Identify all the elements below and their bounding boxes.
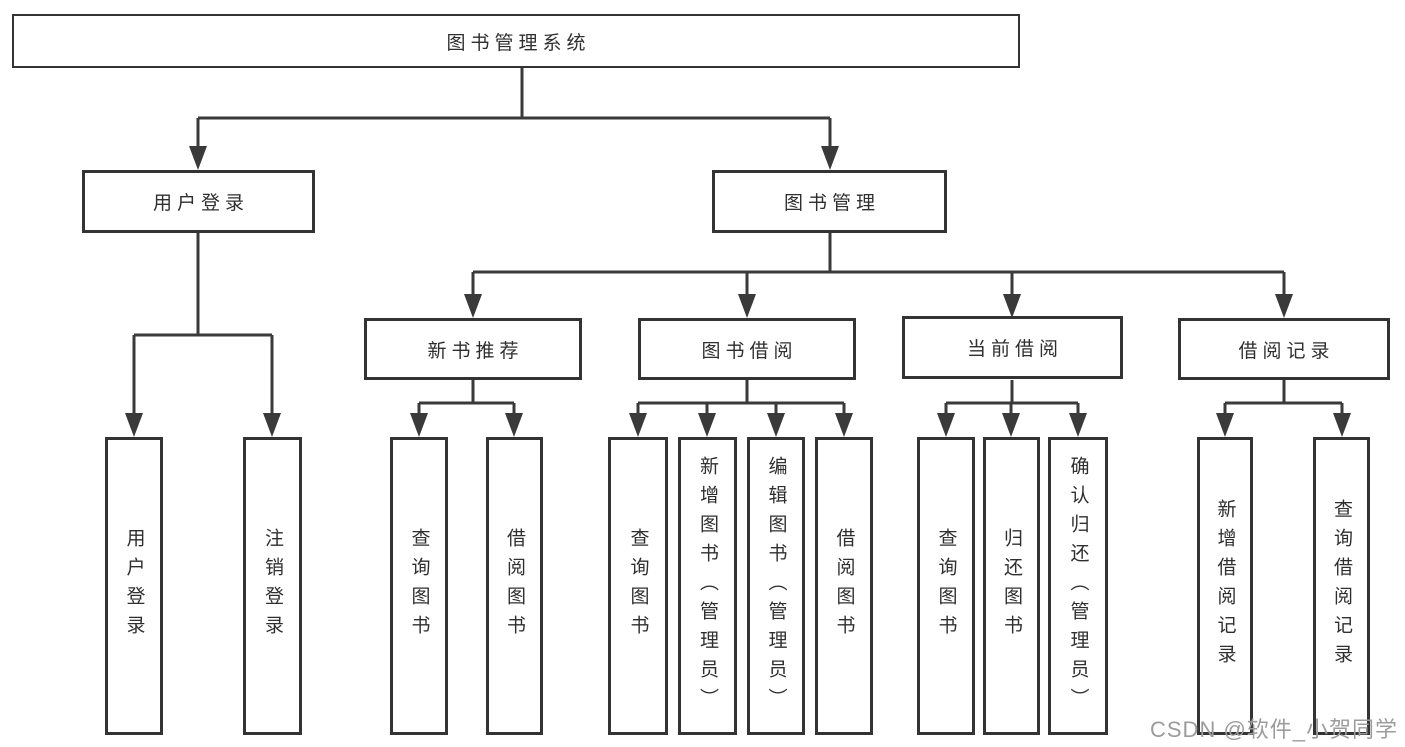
arrow-down-icons — [125, 146, 1351, 437]
node-label: 查询图书 — [627, 528, 649, 644]
csdn-watermark: CSDN @软件_小贺同学 — [1150, 717, 1399, 742]
leaf-return-books: 归还图书 — [983, 437, 1040, 735]
node-book-borrowing: 图书借阅 — [638, 318, 856, 380]
leaf-add-borrow-record: 新增借阅记录 — [1197, 437, 1253, 735]
node-label: 注销登录 — [262, 528, 283, 644]
node-label: 确认归还（管理员） — [1067, 455, 1089, 717]
node-label: 查询图书 — [935, 528, 957, 644]
node-label: 当前借阅 — [966, 339, 1063, 360]
leaf-query-books-3: 查询图书 — [917, 437, 975, 735]
node-label: 查询图书 — [408, 528, 430, 644]
leaf-borrow-books-1: 借阅图书 — [486, 437, 543, 735]
node-new-book-recommendation: 新书推荐 — [364, 318, 582, 380]
node-label: 归还图书 — [1001, 528, 1022, 644]
leaf-query-books-1: 查询图书 — [390, 437, 448, 735]
leaf-user-login: 用户登录 — [105, 437, 163, 735]
leaf-edit-book-admin: 编辑图书（管理员） — [747, 437, 805, 735]
node-user-login: 用户登录 — [82, 170, 315, 233]
node-borrowing-records: 借阅记录 — [1178, 318, 1390, 380]
node-library-management-system: 图书管理系统 — [12, 14, 1020, 68]
leaf-query-borrow-record: 查询借阅记录 — [1313, 437, 1370, 735]
node-label: 借阅记录 — [1238, 340, 1335, 362]
node-label: 新书推荐 — [427, 340, 524, 362]
node-label: 用户登录 — [123, 528, 145, 644]
node-book-management: 图书管理 — [712, 170, 947, 233]
node-label: 查询借阅记录 — [1331, 499, 1352, 673]
leaf-logout: 注销登录 — [243, 437, 302, 735]
leaf-add-book-admin: 新增图书（管理员） — [678, 437, 737, 735]
node-label: 借阅图书 — [504, 528, 525, 644]
node-label: 借阅图书 — [833, 528, 855, 644]
leaf-query-books-2: 查询图书 — [608, 437, 668, 735]
node-label: 图书管理 — [783, 193, 880, 214]
leaf-confirm-return-admin: 确认归还（管理员） — [1048, 437, 1108, 735]
leaf-borrow-books-2: 借阅图书 — [815, 437, 873, 735]
node-label: 编辑图书（管理员） — [765, 455, 787, 717]
node-current-borrowing: 当前借阅 — [902, 316, 1123, 379]
node-label: 图书借阅 — [701, 340, 798, 362]
node-label: 新增图书（管理员） — [697, 455, 718, 717]
node-label: 图书管理系统 — [446, 32, 591, 54]
node-label: 用户登录 — [152, 193, 249, 214]
node-label: 新增借阅记录 — [1214, 499, 1236, 673]
